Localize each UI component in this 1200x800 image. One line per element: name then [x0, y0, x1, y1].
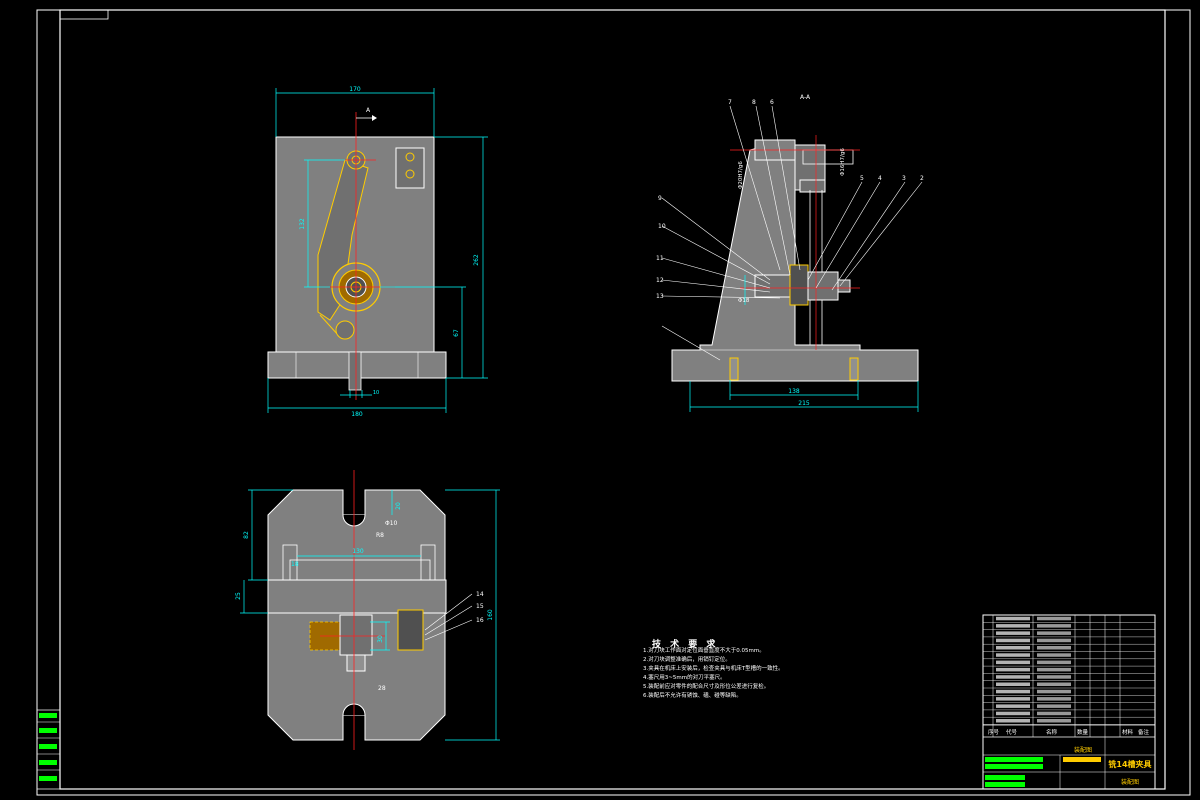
callout-15: 15 — [476, 603, 484, 610]
callout-9: 9 — [658, 195, 662, 202]
dim-small: 10 — [373, 390, 379, 396]
dim-r: R8 — [376, 532, 384, 539]
dim-28: 28 — [378, 685, 386, 692]
dim-center: 67 — [453, 329, 460, 337]
dim-bore: Φ18 — [738, 298, 750, 304]
header-col-5: 材料 — [1122, 728, 1134, 736]
tech-req-1: 1.对刀块工作面对定位面垂直度不大于0.05mm。 — [643, 648, 765, 654]
bom-cell — [1037, 624, 1071, 628]
header-col-1: 序号 — [988, 728, 1000, 736]
bom-cell — [996, 697, 1030, 701]
bom-cell — [996, 646, 1030, 650]
dim-side-b: 25 — [235, 592, 242, 600]
dim-slot: Φ10 — [385, 520, 398, 527]
callout-11: 11 — [656, 255, 664, 262]
dim-18: 18 — [291, 561, 299, 568]
header-col-3: 名称 — [1046, 728, 1058, 736]
callout-2: 2 — [920, 175, 924, 182]
callout-7: 7 — [728, 99, 732, 106]
section-mark: A — [366, 107, 371, 114]
header-col-2: 代号 — [1006, 728, 1018, 736]
dim-30: 30 — [377, 635, 384, 643]
top-view-key — [348, 351, 362, 391]
tech-req-4: 4.塞尺用3~5mm的对刀平塞尺。 — [643, 675, 726, 681]
bom-cell — [996, 711, 1030, 716]
title-block: 序号 代号 名称 数量 材料 备注 装配图 铣14槽夹具 装配图 — [982, 614, 1156, 790]
side-view: 138 215 Φ20H7/g6 Φ16H7/g6 Φ18 A-A 7 8 6 … — [656, 94, 924, 412]
bom-cell — [1037, 646, 1071, 650]
corner-tag-box — [59, 9, 109, 20]
bom-cell — [996, 719, 1030, 723]
arm-link — [317, 159, 369, 321]
bom-cell — [1037, 616, 1071, 621]
callout-16: 16 — [476, 617, 484, 624]
tech-req-3: 3.夹具在机床上安装后，检查夹具与机床T型槽的一致性。 — [643, 666, 784, 672]
callout-3: 3 — [902, 175, 906, 182]
top-view: A 170 180 262 132 67 10 — [267, 86, 488, 418]
bom-cell — [996, 660, 1030, 665]
inner-frame — [59, 9, 1166, 790]
bom-cell — [1037, 704, 1071, 708]
drawing-name: 铣14槽夹具 — [1108, 759, 1151, 769]
callout-4: 4 — [878, 175, 882, 182]
callout-10: 10 — [658, 223, 666, 230]
bom-cell — [1037, 631, 1071, 635]
dim-width: 170 — [349, 86, 361, 93]
dim-base: 180 — [351, 411, 363, 418]
tech-requirements-title: 技 术 要 求 — [652, 640, 719, 650]
bottom-view: 14 15 16 160 82 25 130 18 20 Φ10 R8 30 2… — [235, 470, 500, 750]
designer-label: 装配图 — [1074, 746, 1092, 754]
callout-14: 14 — [476, 591, 484, 598]
bom-cell — [996, 689, 1030, 694]
bom-cell — [1037, 638, 1071, 643]
side-revision-block — [36, 709, 61, 790]
bom-cell — [996, 682, 1030, 686]
bottom-view-bar — [267, 579, 447, 614]
callout-12: 12 — [656, 277, 664, 284]
bom-cell — [1037, 667, 1071, 672]
side-view-body — [671, 139, 919, 382]
callout-8: 8 — [752, 99, 756, 106]
tech-req-5: 5.装配前应对零件的配合尺寸及形位公差进行复检。 — [643, 684, 770, 690]
bom-cell — [996, 667, 1030, 672]
callout-5: 5 — [860, 175, 864, 182]
bom-cell — [1037, 660, 1071, 665]
tech-req-2: 2.对刀块调整准确后，用销钉定位。 — [643, 657, 731, 663]
callout-6: 6 — [770, 99, 774, 106]
bom-cell — [996, 624, 1030, 628]
bom-cell — [1037, 682, 1071, 686]
dim-tol-right: Φ16H7/g6 — [840, 148, 846, 176]
pivot-bottom — [335, 320, 355, 340]
setting-block — [395, 147, 425, 189]
bom-cell — [1037, 711, 1071, 716]
header-col-6: 备注 — [1138, 728, 1150, 736]
dim-inner: 138 — [788, 388, 800, 395]
bom-cell — [1037, 719, 1071, 723]
bom-cell — [1037, 675, 1071, 679]
dim-outer: 215 — [798, 400, 810, 407]
bom-cell — [996, 631, 1030, 635]
bom-cell — [996, 704, 1030, 708]
bom-cell — [996, 675, 1030, 679]
dim-tol-left: Φ20H7/g6 — [738, 161, 744, 189]
callout-13: 13 — [656, 293, 664, 300]
tech-req-6: 6.装配后不允许有锈蚀、磕、碰等缺陷。 — [643, 693, 742, 699]
dim-height: 262 — [473, 254, 480, 266]
bom-cell — [996, 616, 1030, 621]
sheet-label: 装配图 — [1121, 778, 1139, 786]
bom-cell — [1037, 697, 1071, 701]
dim-160: 160 — [487, 609, 494, 621]
dim-arm: 132 — [299, 218, 306, 230]
section-title: A-A — [800, 94, 811, 101]
header-col-4: 数量 — [1077, 728, 1089, 736]
bom-cell — [996, 638, 1030, 643]
dim-side-a: 82 — [243, 531, 250, 539]
bom-cell — [1037, 689, 1071, 694]
dim-20: 20 — [395, 502, 402, 510]
bom-cell — [1037, 653, 1071, 657]
bom-cell — [996, 653, 1030, 657]
dim-130: 130 — [352, 548, 364, 555]
